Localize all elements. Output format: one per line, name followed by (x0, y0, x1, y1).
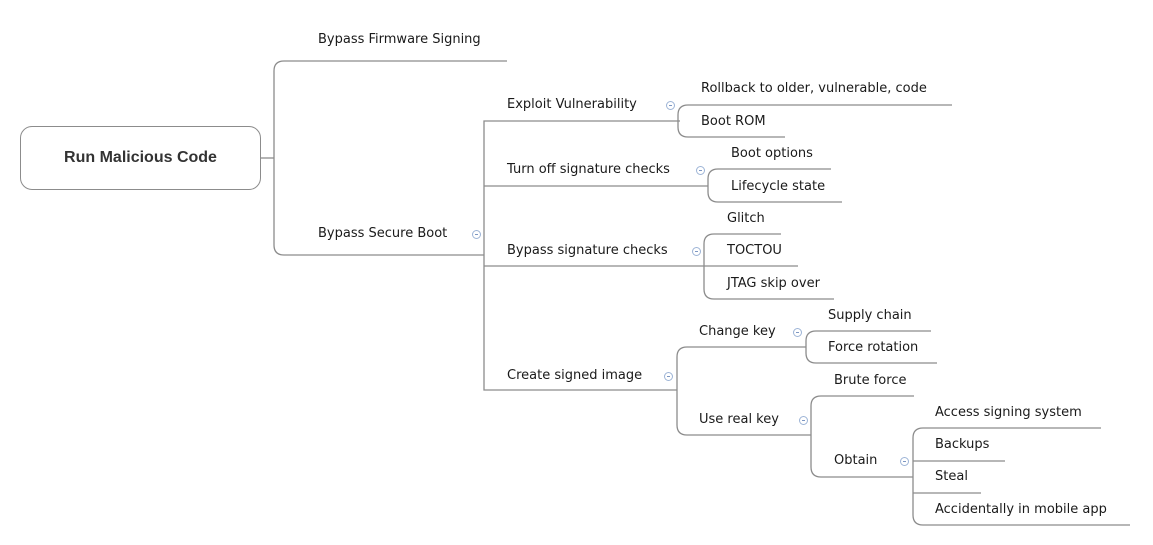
node-boot-options[interactable]: Boot options (731, 146, 813, 161)
collapse-icon[interactable] (664, 372, 673, 381)
node-toctou[interactable]: TOCTOU (727, 243, 782, 258)
node-bypass-signature-checks[interactable]: Bypass signature checks (507, 243, 668, 258)
node-bypass-secure-boot[interactable]: Bypass Secure Boot (318, 226, 448, 241)
node-boot-rom[interactable]: Boot ROM (701, 114, 766, 129)
node-change-key[interactable]: Change key (699, 324, 776, 339)
node-rollback[interactable]: Rollback to older, vulnerable, code (701, 81, 927, 96)
node-accidentally-in-mobile-app[interactable]: Accidentally in mobile app (935, 502, 1107, 517)
secure-boot-branch-bottom (483, 255, 677, 391)
exploit-children (677, 104, 952, 138)
node-brute-force[interactable]: Brute force (834, 373, 907, 388)
node-force-rotation[interactable]: Force rotation (828, 340, 919, 355)
collapse-icon[interactable] (793, 328, 802, 337)
secure-boot-branch-top (483, 120, 680, 255)
node-lifecycle-state[interactable]: Lifecycle state (731, 179, 826, 194)
turn-off-children (707, 168, 842, 203)
root-branch (273, 60, 507, 256)
collapse-icon[interactable] (692, 247, 701, 256)
node-use-real-key[interactable]: Use real key (699, 412, 779, 427)
node-bypass-firmware-signing[interactable]: Bypass Firmware Signing (318, 32, 481, 47)
obtain-children (912, 427, 1130, 526)
node-turn-off-signature-checks[interactable]: Turn off signature checks (507, 162, 670, 177)
collapse-icon[interactable] (799, 416, 808, 425)
node-exploit-vulnerability[interactable]: Exploit Vulnerability (507, 97, 637, 112)
node-jtag-skip-over[interactable]: JTAG skip over (727, 276, 820, 291)
collapse-icon[interactable] (696, 166, 705, 175)
node-access-signing-system[interactable]: Access signing system (935, 405, 1082, 420)
node-obtain[interactable]: Obtain (834, 453, 878, 468)
node-supply-chain[interactable]: Supply chain (828, 308, 912, 323)
node-create-signed-image[interactable]: Create signed image (507, 368, 643, 383)
node-glitch[interactable]: Glitch (727, 211, 765, 226)
collapse-icon[interactable] (666, 101, 675, 110)
use-real-key-children (810, 395, 914, 478)
create-image-children (676, 346, 811, 436)
node-steal[interactable]: Steal (935, 469, 968, 484)
change-key-children (805, 330, 937, 364)
root-node[interactable]: Run Malicious Code (20, 126, 261, 190)
collapse-icon[interactable] (472, 230, 481, 239)
node-backups[interactable]: Backups (935, 437, 990, 452)
collapse-icon[interactable] (900, 457, 909, 466)
